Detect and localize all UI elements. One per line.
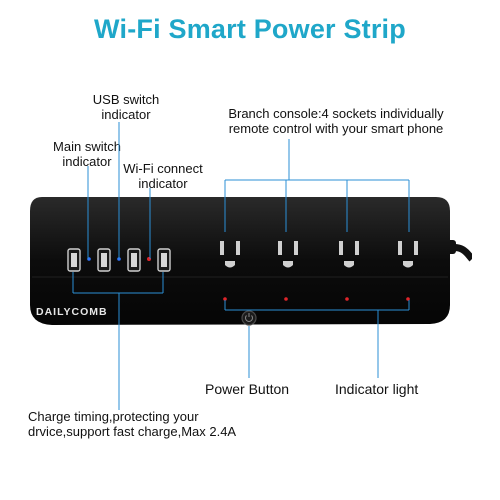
ac-sockets (220, 241, 418, 268)
socket-indicator-light (223, 297, 227, 301)
charge-timing-label: Charge timing,protecting your drvice,sup… (28, 409, 237, 439)
socket-indicator-light (406, 297, 410, 301)
ac-socket (398, 241, 418, 268)
branch-console-label: Branch console:4 sockets individually re… (228, 106, 444, 136)
ac-socket (339, 241, 359, 268)
socket-indicator-light (345, 297, 349, 301)
indicator-light-label: Indicator light (335, 381, 419, 397)
power-button (241, 310, 257, 326)
power-button-label: Power Button (205, 381, 290, 397)
brand-logo: DAILYCOMB (36, 306, 108, 318)
usb-switch-indicator-label: USB switch indicator (92, 92, 160, 122)
usb-ports (67, 248, 171, 272)
ac-socket (220, 241, 240, 268)
main-switch-indicator-label: Main switch indicator (53, 139, 121, 169)
page-title: Wi-Fi Smart Power Strip (94, 14, 406, 44)
ac-socket (278, 241, 298, 268)
socket-indicator-light (284, 297, 288, 301)
wifi-connect-indicator-label: Wi-Fi connect indicator (123, 161, 203, 191)
